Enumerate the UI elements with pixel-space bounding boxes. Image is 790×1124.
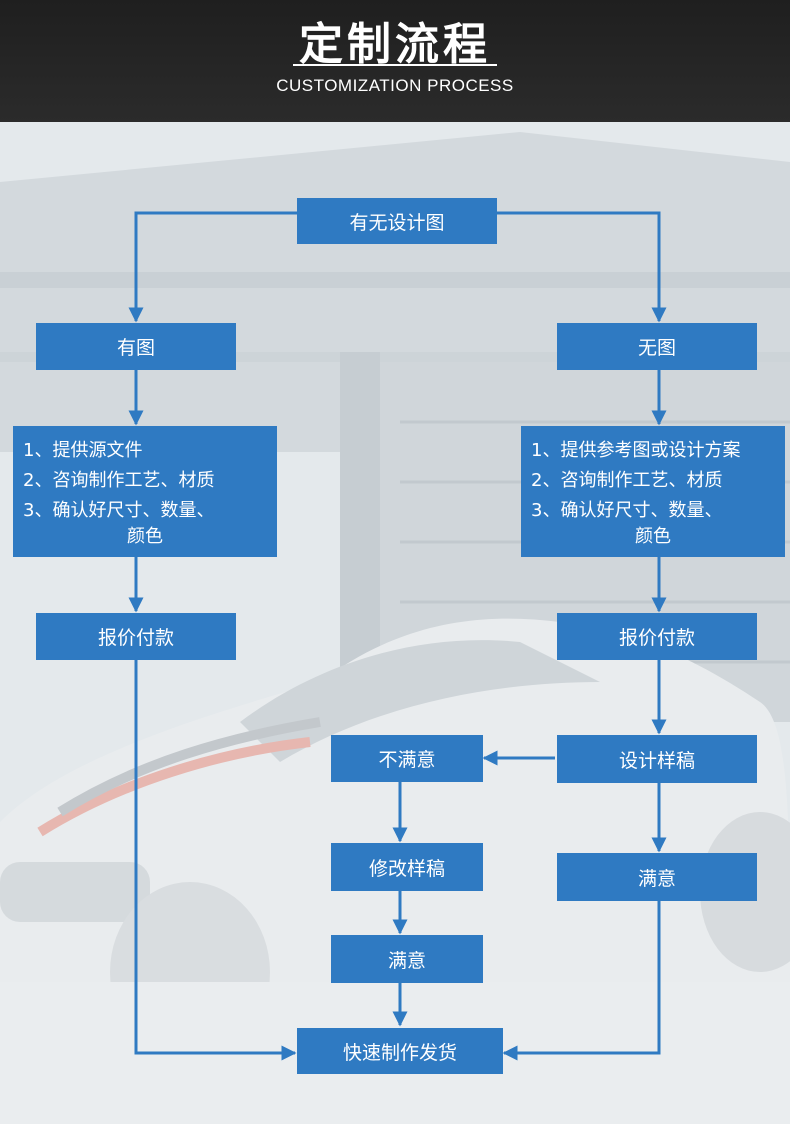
no-design-node: 无图 [557, 323, 757, 370]
step-item: 2、咨询制作工艺、材质 [531, 469, 723, 491]
step-item: 颜色 [127, 525, 163, 547]
page-subtitle: CUSTOMIZATION PROCESS [276, 76, 514, 95]
step-item: 3、确认好尺寸、数量、 [531, 499, 723, 521]
unsatisfied-node: 不满意 [331, 735, 483, 782]
satisfied-middle-node: 满意 [331, 935, 483, 983]
step-item: 3、确认好尺寸、数量、 [23, 499, 215, 521]
step-item: 2、咨询制作工艺、材质 [23, 469, 215, 491]
title-divider [293, 64, 497, 66]
has-design-steps: 1、提供源文件 2、咨询制作工艺、材质 3、确认好尺寸、数量、 颜色 [13, 426, 277, 557]
step-item: 1、提供参考图或设计方案 [531, 439, 741, 461]
revise-draft-node: 修改样稿 [331, 843, 483, 891]
quote-payment-right-node: 报价付款 [557, 613, 757, 660]
design-draft-node: 设计样稿 [557, 735, 757, 783]
step-item: 颜色 [635, 525, 671, 547]
page-header: 定制流程 CUSTOMIZATION PROCESS [0, 0, 790, 122]
start-node: 有无设计图 [297, 198, 497, 244]
step-item: 1、提供源文件 [23, 439, 143, 461]
page-title: 定制流程 [299, 19, 491, 70]
no-design-steps: 1、提供参考图或设计方案 2、咨询制作工艺、材质 3、确认好尺寸、数量、 颜色 [521, 426, 785, 557]
quote-payment-left-node: 报价付款 [36, 613, 236, 660]
fast-production-shipping-node: 快速制作发货 [297, 1028, 503, 1074]
has-design-node: 有图 [36, 323, 236, 370]
satisfied-right-node: 满意 [557, 853, 757, 901]
